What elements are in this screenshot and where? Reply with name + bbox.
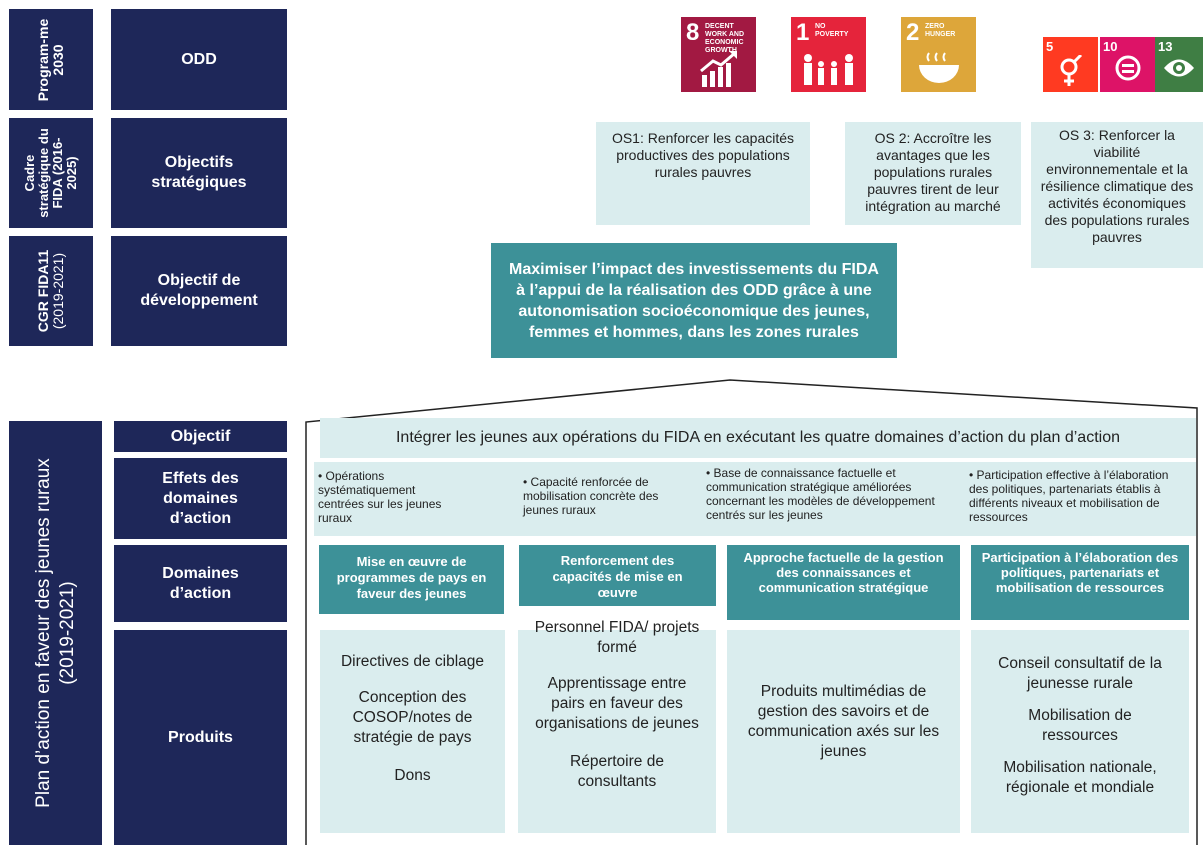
product-item: Mobilisation nationale, régionale et mon… xyxy=(1003,759,1157,796)
product-item: Conception des COSOP/notes de stratégie … xyxy=(352,689,473,746)
row-label-odd: ODD xyxy=(111,9,287,110)
row-label-objectifs-strategiques: Objectifs stratégiques xyxy=(111,118,287,228)
development-goal-box: Maximiser l’impact des investissements d… xyxy=(491,243,897,358)
row-label-domaines: Domaines d’action xyxy=(114,545,287,622)
products-col-1: Directives de ciblage Conception des COS… xyxy=(320,630,505,833)
products-col-4: Conseil consultatif de la jeunesse rural… xyxy=(971,630,1189,833)
sdg-13-icon: 13 xyxy=(1155,37,1203,92)
plan-action-years: (2019-2021) xyxy=(56,581,78,685)
product-item: Directives de ciblage xyxy=(340,653,484,670)
sdg-1-title: No poverty xyxy=(815,23,849,38)
programme-2030-box: Program-me 2030 xyxy=(9,9,93,110)
effects-band xyxy=(314,462,1196,536)
sdg-2-icon: 2 Zero hunger xyxy=(901,17,976,92)
house-outline xyxy=(305,379,1198,845)
product-item: Dons xyxy=(394,767,431,784)
effect-3: • Base de connaissance factuelle et comm… xyxy=(706,466,935,522)
family-icon xyxy=(804,54,853,85)
plan-action-title: Plan d’action en faveur des jeunes rurau… xyxy=(32,458,54,808)
sdg-8-number: 8 xyxy=(686,19,700,46)
domain-2: Renforcement des capacités de mise en œu… xyxy=(519,545,716,606)
strategic-objective-2: OS 2: Accroître les avantages que les po… xyxy=(845,122,1021,225)
row-label-objectif: Objectif xyxy=(114,421,287,452)
product-item: Personnel FIDA/ projets formé xyxy=(534,619,700,656)
products-col-3: Produits multimédias de gestion des savo… xyxy=(727,630,960,833)
strategic-objective-1: OS1: Renforcer les capacités productives… xyxy=(596,122,810,225)
domain-1: Mise en œuvre de programmes de pays en f… xyxy=(319,545,504,614)
eye-icon xyxy=(1164,59,1194,77)
plan-action-box: Plan d’action en faveur des jeunes rurau… xyxy=(9,421,102,845)
sdg-2-title: Zero hunger xyxy=(925,23,956,38)
cadre-strategique-label: Cadre stratégique du FIDA (2016-2025) xyxy=(22,128,79,218)
strategic-objective-3: OS 3: Renforcer la viabilité environneme… xyxy=(1031,122,1203,268)
cadre-strategique-box: Cadre stratégique du FIDA (2016-2025) xyxy=(9,118,93,228)
sdg-10-icon: 10 xyxy=(1100,37,1155,92)
sdg-10-number: 10 xyxy=(1103,39,1118,54)
equal-icon xyxy=(1115,55,1141,81)
plan-action-label: Plan d’action en faveur des jeunes rurau… xyxy=(32,433,80,833)
product-item: Conseil consultatif de la jeunesse rural… xyxy=(998,655,1162,692)
row-label-produits: Produits xyxy=(114,630,287,845)
sdg-13-number: 13 xyxy=(1158,39,1173,54)
effect-2: • Capacité renforcée de mobilisation con… xyxy=(523,475,659,517)
sdg-8-icon: 8 Decent work and economic growth xyxy=(681,17,756,92)
effect-4: • Participation effective à l’élaboratio… xyxy=(969,468,1169,524)
sdg-1-number: 1 xyxy=(796,19,810,46)
gender-icon xyxy=(1060,55,1083,86)
growth-chart-icon xyxy=(700,51,737,87)
product-item: Mobilisation de ressources xyxy=(1028,707,1132,744)
domain-3: Approche factuelle de la gestion des con… xyxy=(727,545,960,620)
cgr-fida11-name: CGR FIDA11 xyxy=(35,249,51,333)
cgr-fida11-box: CGR FIDA11 (2019-2021) xyxy=(9,236,93,346)
sdg-8-title: Decent work and economic growth xyxy=(705,23,745,54)
sdg-5-icon: 5 xyxy=(1043,37,1098,92)
objective-box: Intégrer les jeunes aux opérations du FI… xyxy=(320,418,1196,458)
products-col-2: Personnel FIDA/ projets formé Apprentiss… xyxy=(518,619,716,833)
row-label-objectif-developpement: Objectif de développement xyxy=(111,236,287,346)
domain-4: Participation à l’élaboration des politi… xyxy=(971,545,1189,620)
bowl-icon xyxy=(919,52,959,83)
cgr-fida11-label: CGR FIDA11 (2019-2021) xyxy=(35,239,66,343)
product-item: Apprentissage entre pairs en faveur des … xyxy=(535,675,699,732)
row-label-effets: Effets des domaines d’action xyxy=(114,458,287,539)
sdg-5-number: 5 xyxy=(1046,39,1054,54)
product-item: Répertoire de consultants xyxy=(570,753,664,790)
programme-2030-label: Program-me 2030 xyxy=(35,18,66,101)
sdg-1-icon: 1 No poverty xyxy=(791,17,866,92)
effect-1: • Opérations systématiquement centrées s… xyxy=(318,469,442,525)
sdg-2-number: 2 xyxy=(906,19,920,46)
product-item: Produits multimédias de gestion des savo… xyxy=(747,683,940,760)
cgr-fida11-years: (2019-2021) xyxy=(50,252,66,330)
